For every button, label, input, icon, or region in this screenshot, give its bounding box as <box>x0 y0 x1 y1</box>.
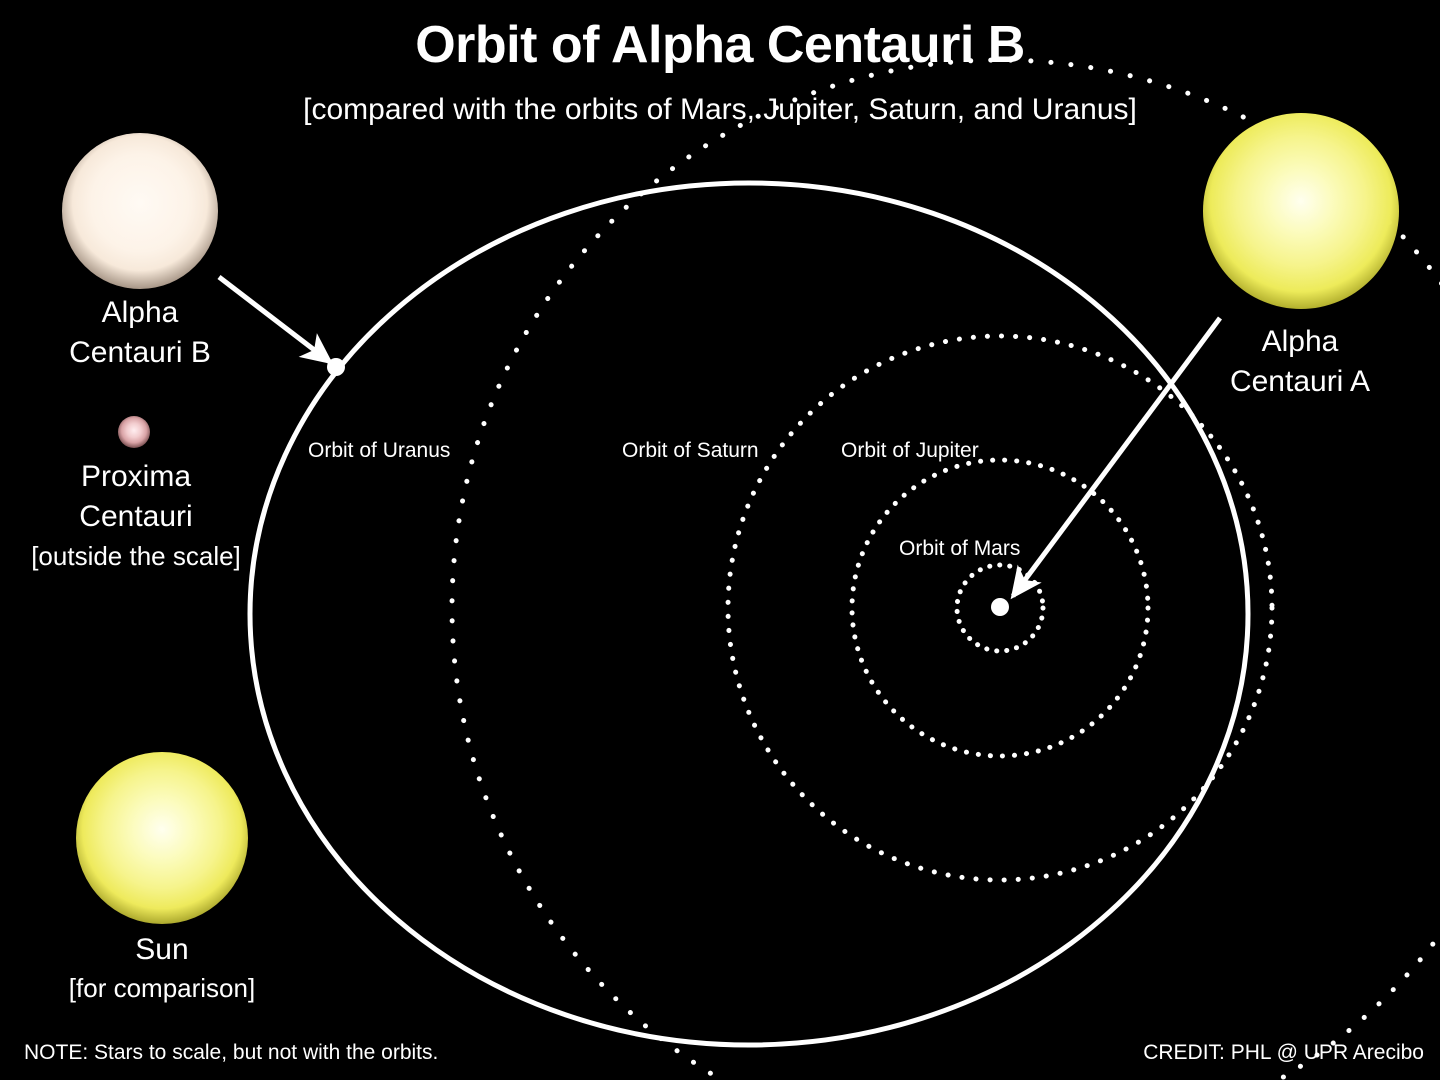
label-alpha-centauri-b: Alpha Centauri B <box>69 296 211 369</box>
orbit-path-mars <box>954 562 1046 654</box>
page-title: Orbit of Alpha Centauri B <box>415 16 1025 74</box>
label-proxima-centauri: Proxima Centauri <box>79 460 193 533</box>
orbit-label-saturn: Orbit of Saturn <box>622 439 759 462</box>
orbit-label-uranus: Orbit of Uranus <box>308 439 451 462</box>
star-sun <box>76 752 248 924</box>
label-sun: Sun <box>135 933 189 966</box>
focus-point-alpha-centauri-a <box>991 598 1009 616</box>
orbit-path-jupiter <box>849 457 1151 759</box>
page-subtitle: [compared with the orbits of Mars, Jupit… <box>303 93 1137 126</box>
pointer-arrow-alpha-centauri-a <box>1010 316 1223 600</box>
sublabel-proxima-centauri: [outside the scale] <box>31 541 241 571</box>
label-alpha-centauri-a: Alpha Centauri A <box>1229 325 1371 398</box>
orbit-label-mars: Orbit of Mars <box>899 537 1021 560</box>
orbit-path-saturn <box>725 333 1275 883</box>
star-proxima-centauri <box>118 416 150 448</box>
star-alpha-centauri-b <box>62 133 218 289</box>
footer-note: NOTE: Stars to scale, but not with the o… <box>24 1041 439 1064</box>
pointer-arrow-alpha-centauri-b <box>217 275 334 365</box>
orbit-path-alpha-centauri-b <box>247 180 1251 1048</box>
star-alpha-centauri-a <box>1203 113 1399 309</box>
footer-credit: CREDIT: PHL @ UPR Arecibo <box>1143 1041 1424 1064</box>
orbit-label-jupiter: Orbit of Jupiter <box>841 439 979 462</box>
sublabel-sun: [for comparison] <box>68 973 256 1003</box>
